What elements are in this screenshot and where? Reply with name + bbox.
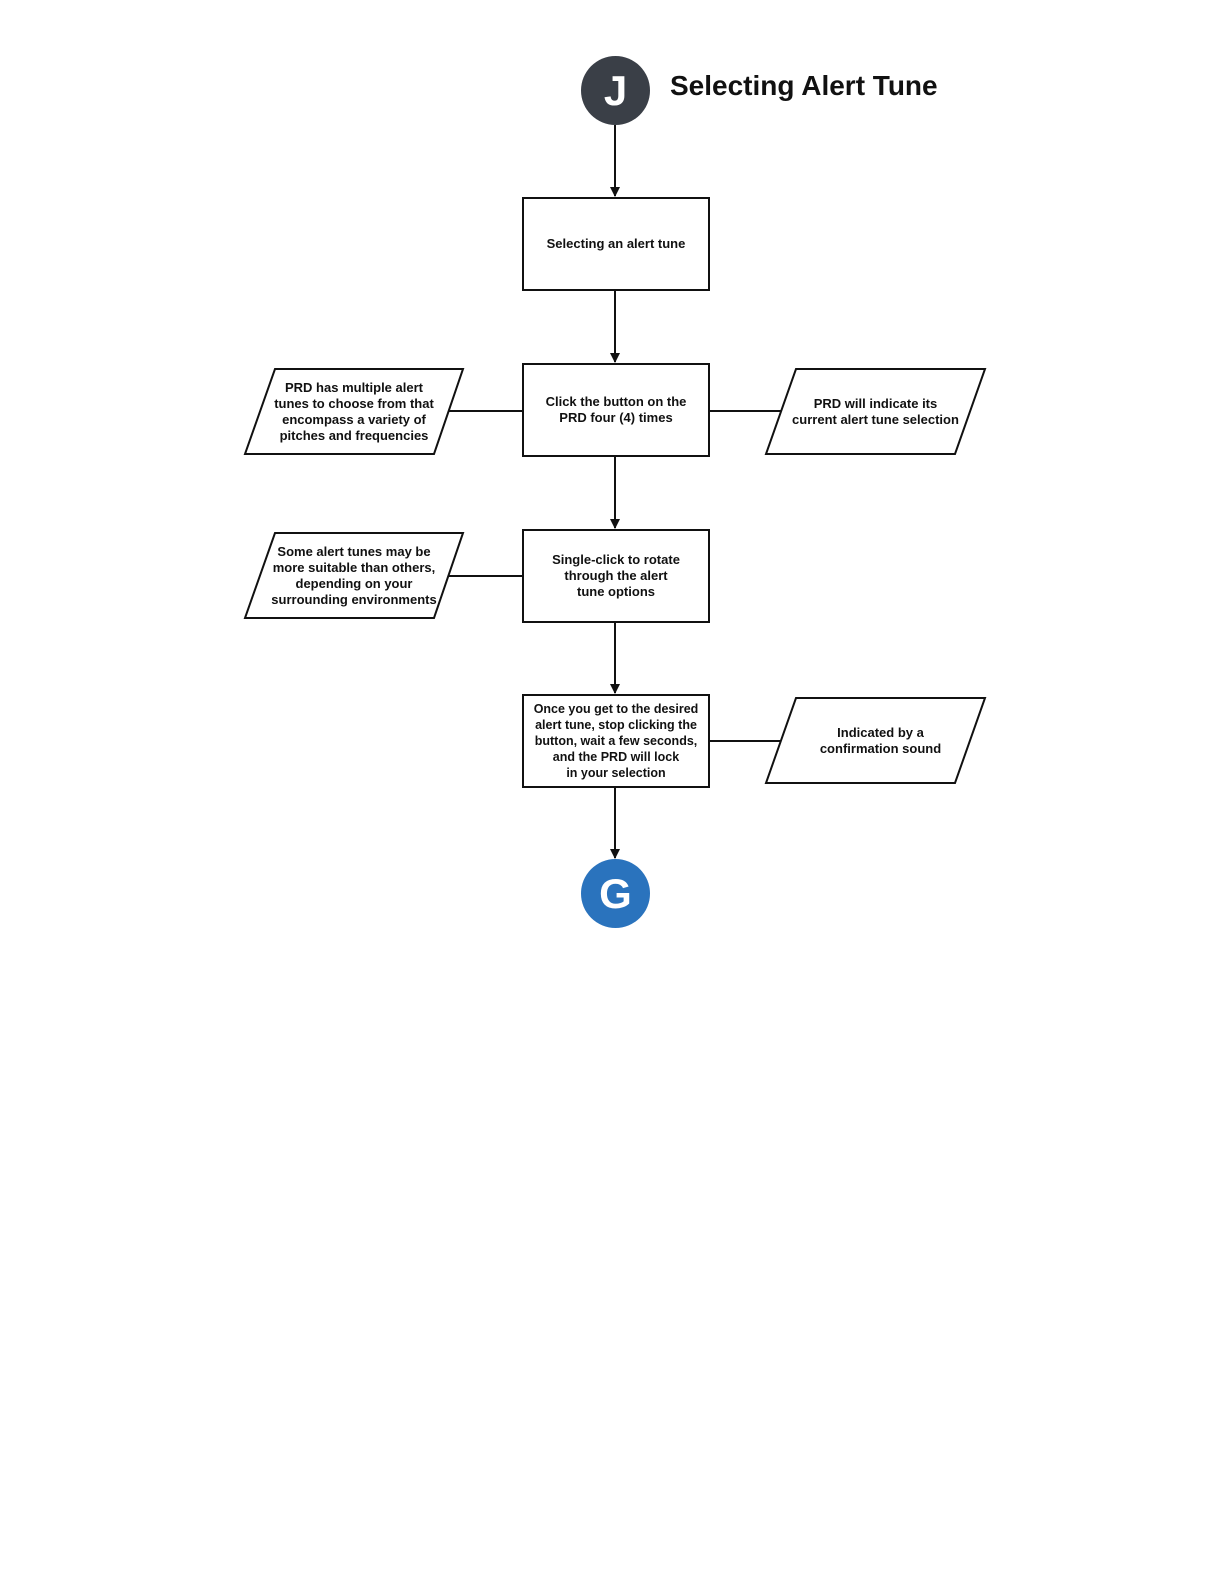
end-connector: G [581,859,650,928]
note-multiple-alert-tunes: PRD has multiple alert tunes to choose f… [274,379,434,443]
step-click-button-four-times: Click the button on the PRD four (4) tim… [522,363,710,457]
page-title: Selecting Alert Tune [670,70,938,101]
note-left-1-shape [243,368,465,455]
note-tune-suitability: Some alert tunes may be more suitable th… [271,543,437,607]
note-current-selection-indicator: PRD will indicate its current alert tune… [792,395,959,427]
note-right-2-shape [764,697,987,784]
start-connector-label: J [603,66,628,114]
step-select-alert-tune: Selecting an alert tune [522,197,710,291]
step-lock-selection: Once you get to the desired alert tune, … [522,694,710,788]
step-single-click-rotate: Single-click to rotate through the alert… [522,529,710,623]
start-connector: J [581,56,650,125]
note-confirmation-sound: Indicated by a confirmation sound [819,724,942,756]
note-left-2-shape [243,532,465,619]
note-right-1-shape [764,368,987,455]
end-connector-label: G [599,869,632,917]
